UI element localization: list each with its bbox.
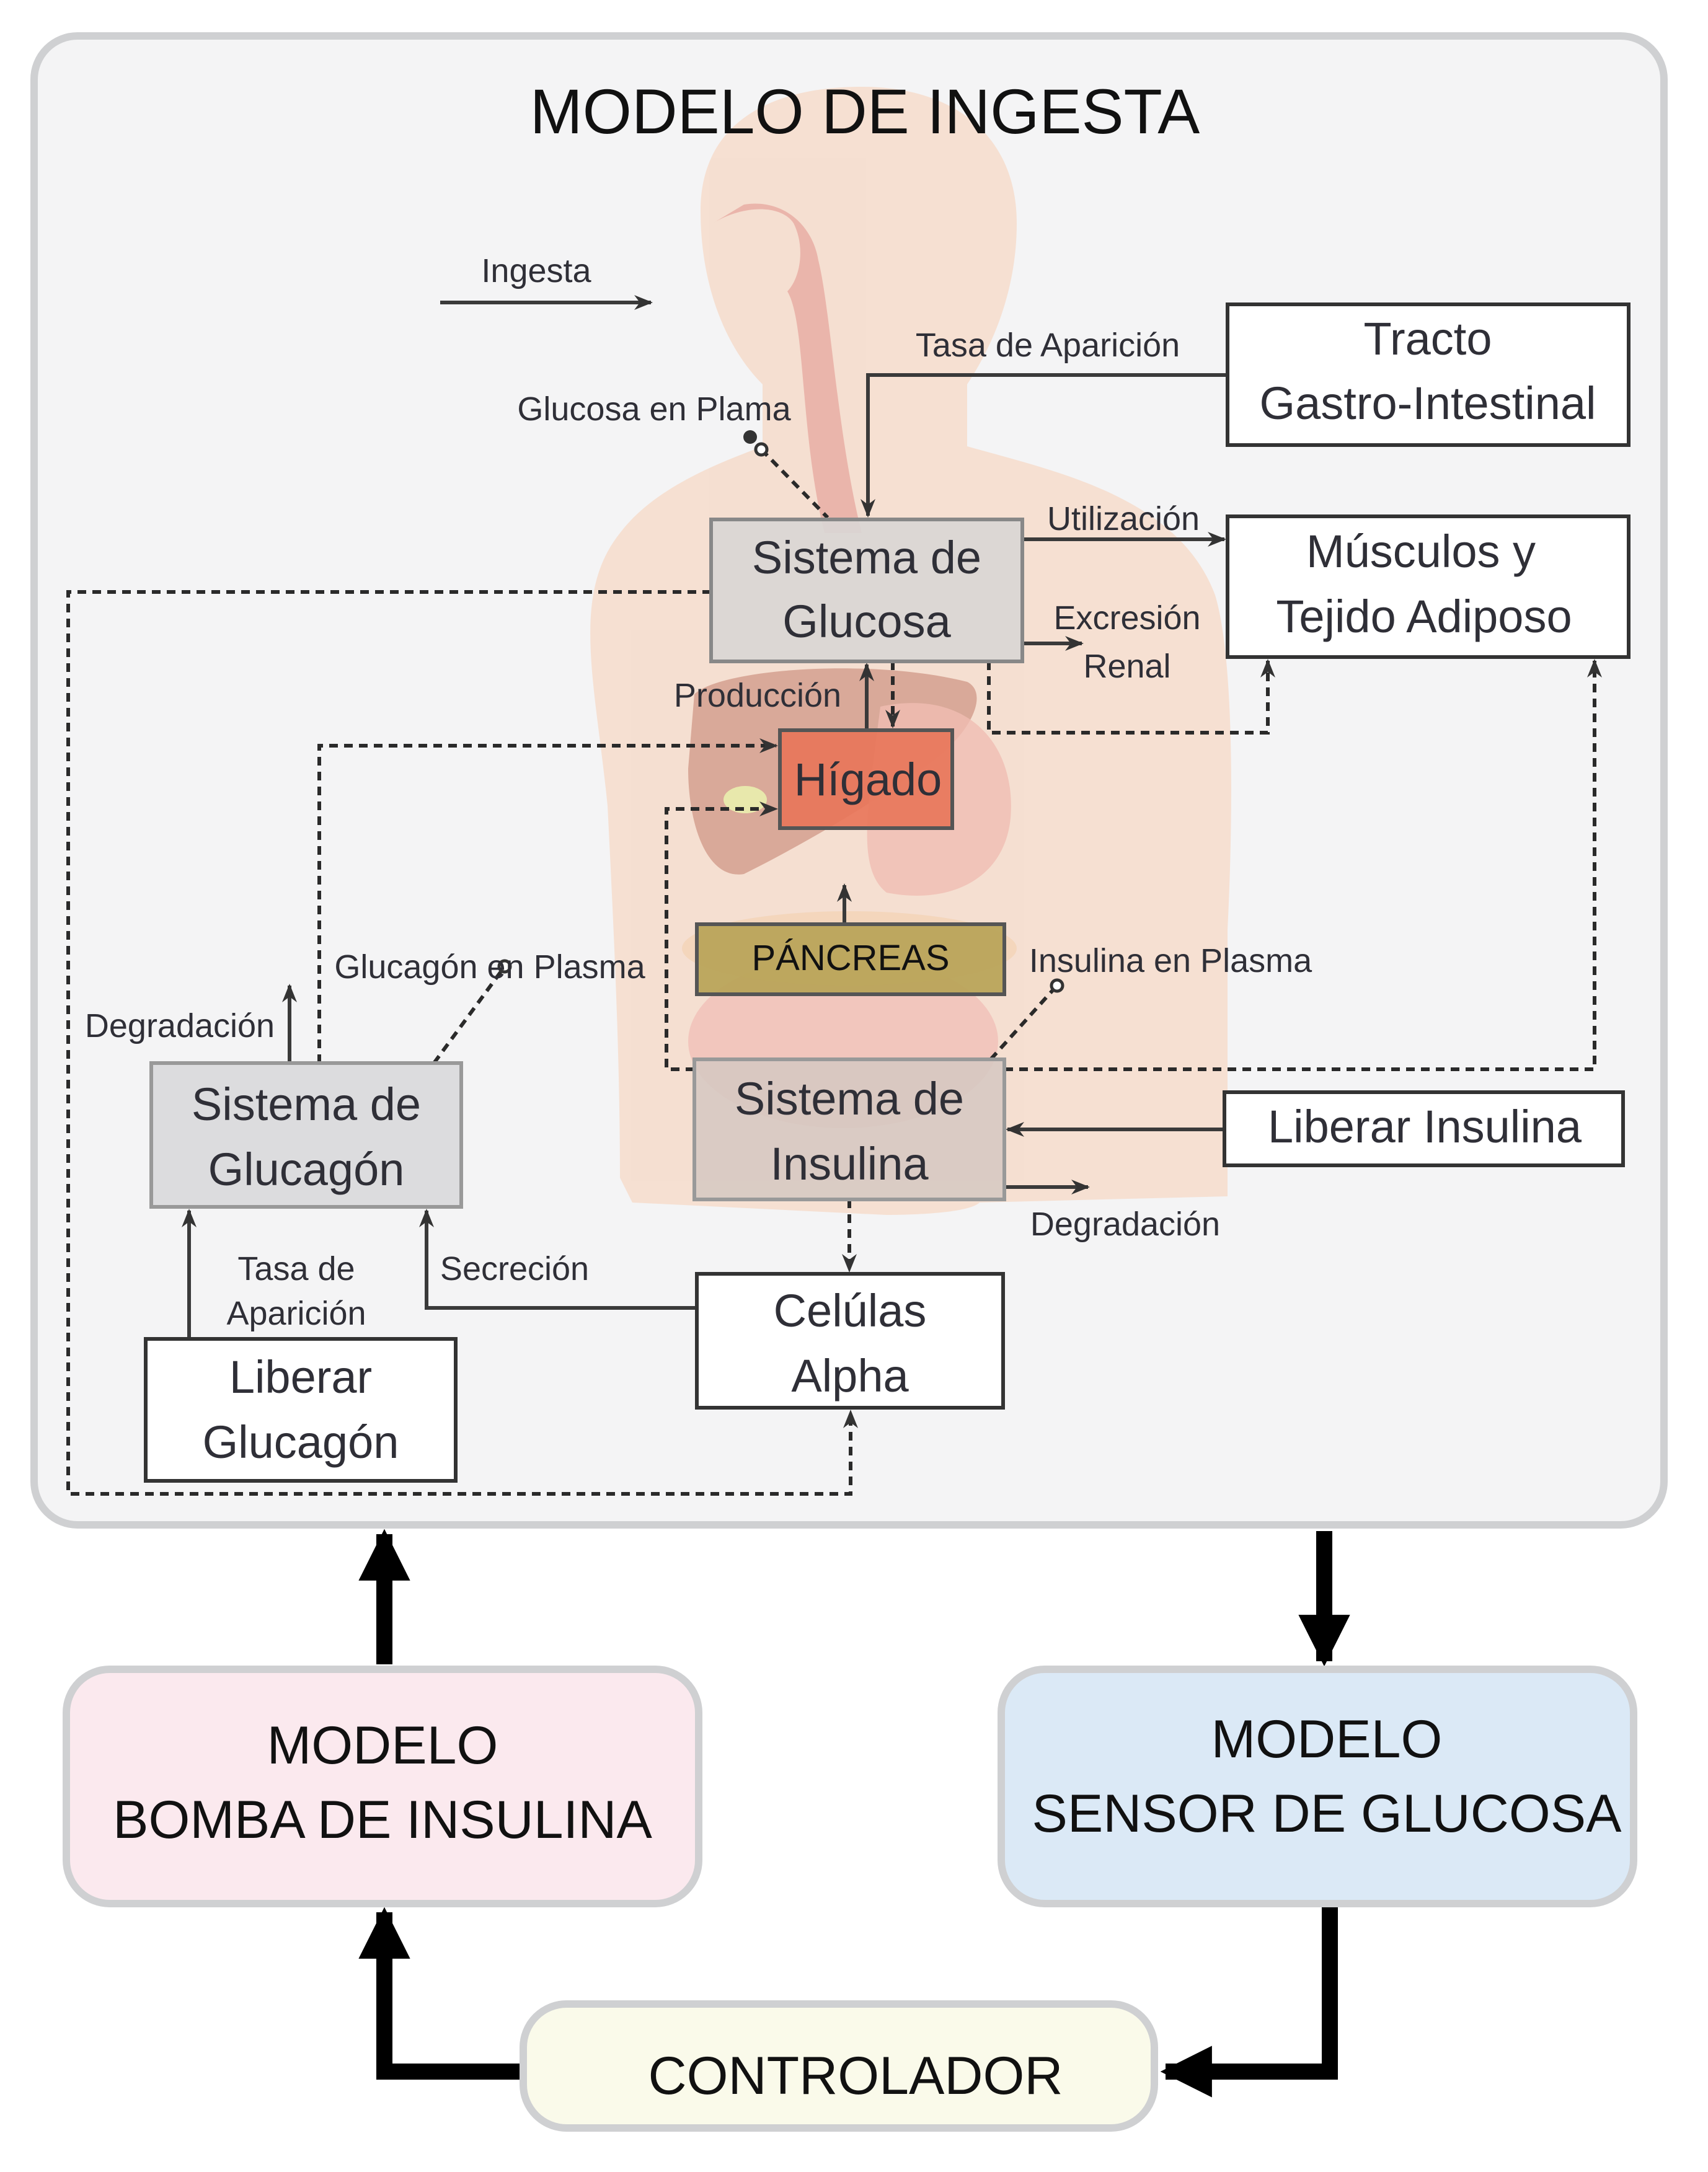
block-text: MODELO <box>267 1716 498 1775</box>
block-text: CONTROLADOR <box>648 2046 1063 2106</box>
glucose-to-muscle-dashed <box>987 659 1275 735</box>
block-tracto-gastrointestinal[interactable]: Tracto Gastro-Intestinal <box>1226 302 1631 447</box>
block-text: Liberar Insulina <box>1268 1101 1582 1152</box>
tasa-de-label: Tasa de <box>237 1250 355 1287</box>
block-liberar-glucagon[interactable]: Liberar Glucagón <box>144 1337 458 1483</box>
insulin-to-muscle-dashed <box>1004 659 1602 1071</box>
block-text: Glucagón <box>208 1144 405 1195</box>
sensor-to-controller-arrow <box>1160 1906 1338 2098</box>
block-text: Gastro-Intestinal <box>1260 377 1596 429</box>
excrecion-label: Excresión <box>1053 599 1200 637</box>
block-modelo-bomba-insulina[interactable]: MODELO BOMBA DE INSULINA <box>63 1666 702 1907</box>
insulin-plasma-probe-line <box>989 985 1058 1061</box>
block-text: BOMBA DE INSULINA <box>113 1790 652 1850</box>
block-text: Tejido Adiposo <box>1276 591 1572 642</box>
block-text: PÁNCREAS <box>751 938 949 978</box>
block-celulas-alpha[interactable]: Celúlas Alpha <box>695 1272 1005 1410</box>
block-text: Sistema de <box>192 1079 421 1130</box>
glucagon-plasma-probe-line <box>432 967 505 1064</box>
block-text: MODELO <box>1211 1710 1443 1769</box>
block-text: Hígado <box>794 754 942 805</box>
glucose-to-alpha-dashed <box>66 590 858 1496</box>
ingesta-label: Ingesta <box>481 252 591 289</box>
insulin-to-liver-dashed <box>665 801 778 1071</box>
produccion-label: Producción <box>674 677 841 714</box>
insulin-plasma-probe-ring <box>1050 978 1064 993</box>
degradacion-insulina-label: Degradación <box>1030 1206 1220 1243</box>
degradacion-glucagon-label: Degradación <box>85 1007 275 1044</box>
secrecion-label: Secreción <box>440 1250 589 1287</box>
appearance-rate-connector <box>861 373 1228 518</box>
block-modelo-sensor-glucosa[interactable]: MODELO SENSOR DE GLUCOSA <box>998 1666 1637 1907</box>
controller-to-pump-arrow <box>358 1907 523 2080</box>
block-musculos-tejido-adiposo[interactable]: Músculos y Tejido Adiposo <box>1226 514 1631 659</box>
block-text: Alpha <box>791 1350 909 1402</box>
block-sistema-glucosa[interactable]: Sistema de Glucosa <box>709 518 1024 663</box>
secretion-connector <box>419 1209 697 1310</box>
block-text: Tracto <box>1364 313 1492 364</box>
renal-label: Renal <box>1083 648 1170 685</box>
glucose-plasma-probe-line <box>759 448 830 519</box>
glucosa-plasma-label: Glucosa en Plama <box>517 391 791 428</box>
insulina-plasma-label: Insulina en Plasma <box>1029 942 1312 979</box>
glucose-plasma-probe-ring <box>754 442 769 457</box>
block-higado[interactable]: Hígado <box>778 728 954 830</box>
block-text: Músculos y <box>1306 526 1536 577</box>
block-sistema-glucagon[interactable]: Sistema de Glucagón <box>149 1061 463 1209</box>
block-text: Glucosa <box>782 596 951 647</box>
block-text: Celúlas <box>774 1285 927 1336</box>
block-sistema-insulina[interactable]: Sistema de Insulina <box>692 1057 1006 1201</box>
utilizacion-label: Utilización <box>1047 500 1200 537</box>
glucagon-to-liver-dashed <box>317 738 778 1063</box>
block-controlador[interactable]: CONTROLADOR <box>520 2000 1158 2132</box>
tasa-aparicion-label: Tasa de Aparición <box>916 327 1180 364</box>
diagram-title: MODELO DE INGESTA <box>530 76 1200 147</box>
block-text: Insulina <box>770 1138 929 1190</box>
block-text: Sistema de <box>752 532 981 583</box>
aparicion-label: Aparición <box>226 1295 366 1332</box>
glucagon-plasma-label: Glucagón en Plasma <box>334 948 645 986</box>
glucose-plasma-probe-dot <box>743 430 757 444</box>
block-text: Sistema de <box>735 1073 964 1124</box>
block-liberar-insulina[interactable]: Liberar Insulina <box>1223 1090 1625 1167</box>
block-pancreas[interactable]: PÁNCREAS <box>695 922 1006 996</box>
glucagon-plasma-probe-ring <box>497 959 512 974</box>
block-text: SENSOR DE GLUCOSA <box>1032 1784 1622 1843</box>
block-text: Glucagón <box>203 1416 399 1468</box>
block-text: Liberar <box>229 1351 372 1403</box>
